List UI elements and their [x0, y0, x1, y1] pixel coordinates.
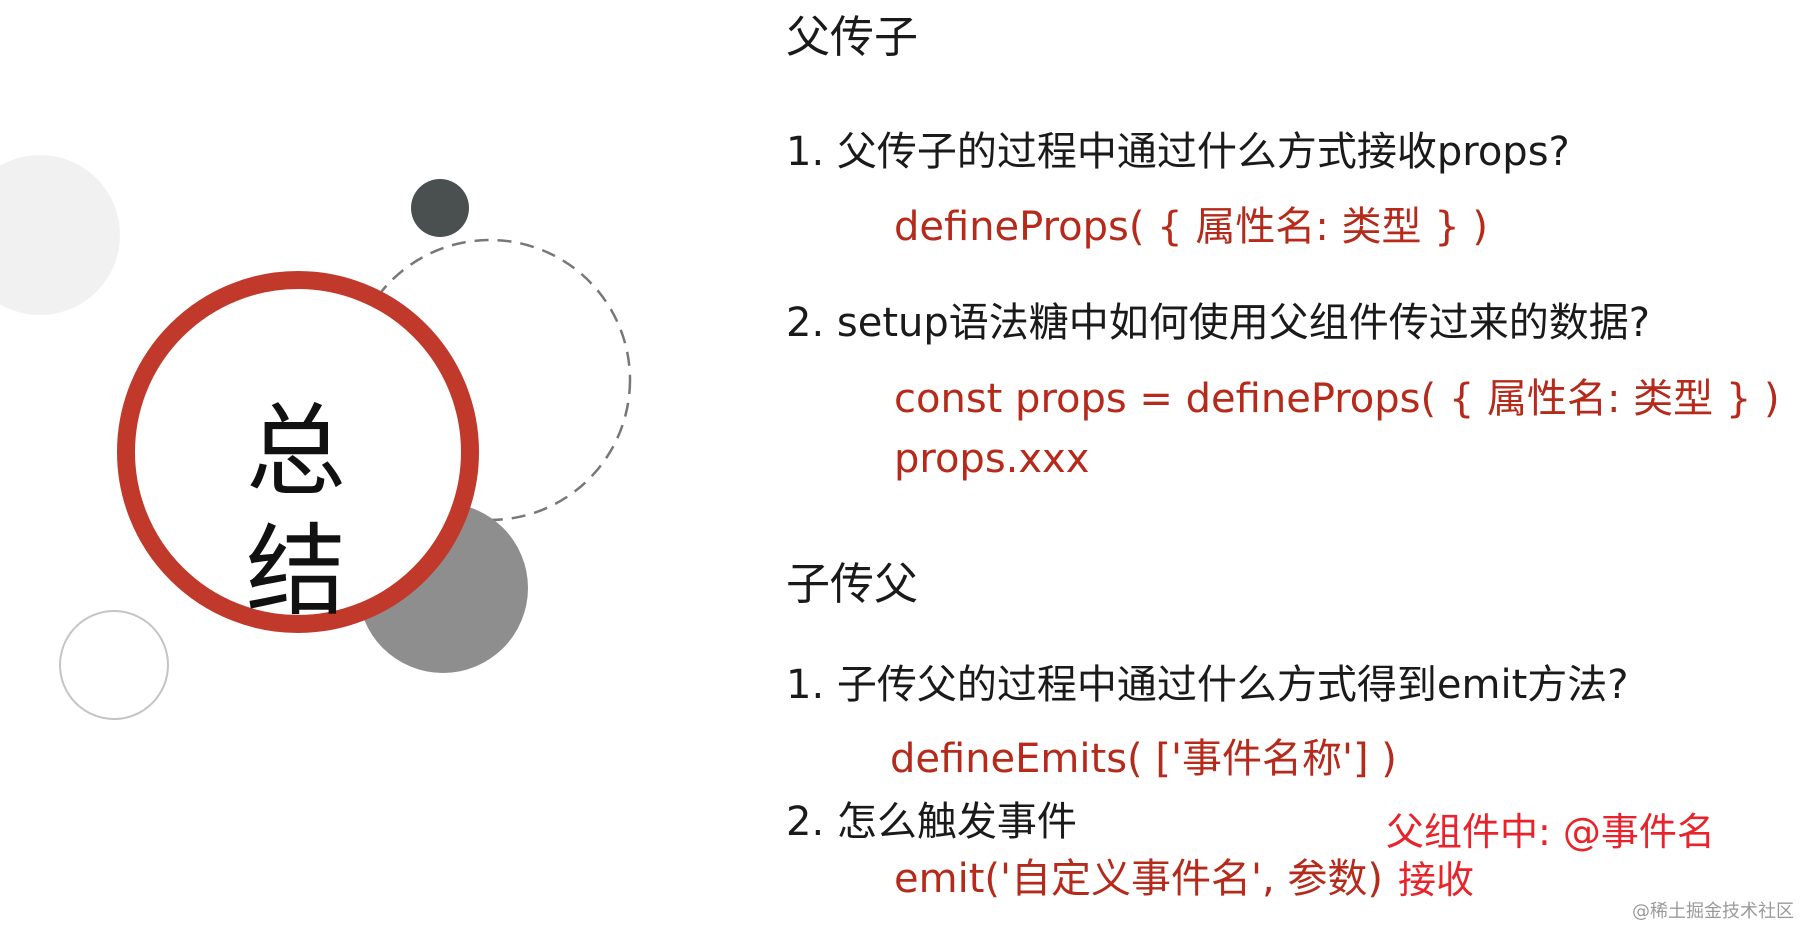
summary-title: 总结 [246, 393, 350, 630]
ctp-answer-1: defineEmits( ['事件名称'] ) [890, 736, 1397, 782]
ptc-question-1: 1. 父传子的过程中通过什么方式接收props? [786, 129, 1570, 175]
parent-to-child-heading: 父传子 [786, 12, 918, 63]
ctp-question-2: 2. 怎么触发事件 [786, 799, 1077, 845]
red-ring-fill [126, 280, 470, 624]
ptc-question-2: 2. setup语法糖中如何使用父组件传过来的数据? [786, 300, 1650, 346]
child-to-parent-heading: 子传父 [786, 559, 918, 610]
dark-small-circle [411, 179, 469, 237]
ctp-question-1: 1. 子传父的过程中通过什么方式得到emit方法? [786, 662, 1629, 708]
light-gray-circle [0, 155, 120, 315]
ptc-answer-2-line-2: props.xxx [894, 436, 1090, 482]
decorative-circles [0, 155, 632, 720]
annotation-line-2: 接收 [1398, 858, 1475, 902]
ptc-answer-1: defineProps( { 属性名: 类型 } ) [894, 204, 1489, 250]
red-ring [117, 271, 479, 633]
outline-circle [59, 610, 169, 720]
ptc-answer-2-line-1: const props = defineProps( { 属性名: 类型 } ) [894, 376, 1780, 422]
ctp-answer-2: emit('自定义事件名', 参数) [894, 856, 1384, 902]
watermark: @稀土掘金技术社区 [1632, 901, 1794, 922]
annotation-line-1: 父组件中: @事件名 [1386, 810, 1715, 854]
